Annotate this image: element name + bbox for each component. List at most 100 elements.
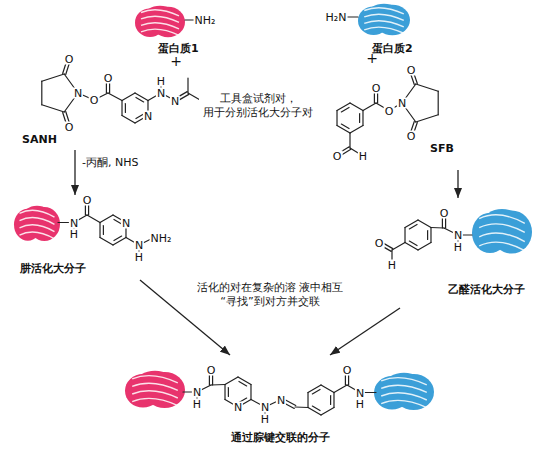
atom-label: H (453, 242, 463, 253)
atom-label: N (73, 88, 83, 99)
atom-label: O (89, 95, 100, 106)
bond-line (321, 408, 334, 416)
ribbon-strand (20, 232, 55, 239)
arrow-label: -丙酮, NHS (82, 156, 138, 169)
atom-label: NH₂ (194, 15, 217, 26)
molecule-name: SANH (22, 133, 57, 146)
atom-label: N (355, 387, 365, 398)
ribbon-strand (141, 29, 179, 35)
reaction-arrow (457, 170, 458, 198)
atom-label: O (82, 195, 93, 206)
molecule-name: 乙醛活化大分子 (448, 283, 525, 296)
bond-line (359, 114, 360, 123)
atom-label: N (260, 402, 270, 413)
note-text: 活化的对在复杂的溶 液中相互“寻找”到对方并交联 (189, 281, 351, 310)
bond-line (41, 81, 42, 105)
protein-ribbon (14, 206, 60, 241)
bond-line (122, 93, 135, 101)
ribbon-strand (479, 224, 525, 233)
atom-label: H (260, 414, 270, 425)
bond-line (295, 406, 308, 408)
molecule-name: 蛋白质2 (372, 42, 413, 55)
atom-label: N (170, 95, 180, 106)
atom-label: H (156, 76, 166, 87)
bond-line (224, 385, 225, 400)
ribbon-strand (132, 398, 178, 405)
bond-line (337, 103, 350, 111)
bond-line (427, 231, 428, 240)
protein-ribbon (374, 373, 434, 410)
bond-line (103, 226, 104, 235)
molecule-name: 肼活化大分子 (20, 262, 86, 275)
ribbon-strand (479, 242, 525, 251)
bond-line (113, 238, 126, 246)
bond-line (321, 385, 334, 393)
bond-line (108, 93, 122, 101)
atom-label: O (406, 131, 417, 142)
bond-line (99, 223, 100, 238)
atom-label: NH₂ (150, 233, 173, 244)
reaction-arrow (74, 150, 75, 195)
ribbon-strand (132, 376, 178, 383)
bond-line (347, 16, 358, 17)
atom-label: O (206, 365, 217, 376)
bond-line (333, 393, 334, 408)
ribbon-strand (20, 225, 55, 232)
atom-label: O (332, 151, 343, 162)
bond-line (228, 388, 229, 397)
bond-line (341, 124, 349, 128)
bond-line (430, 228, 431, 243)
bond-line (250, 385, 251, 400)
atom-label: O (406, 65, 417, 76)
atom-label: H (69, 229, 79, 240)
bond-line (392, 243, 405, 251)
protein-ribbon (472, 209, 532, 254)
ribbon-strand (364, 14, 404, 20)
ribbon-strand (141, 10, 179, 16)
atom-label: N (69, 217, 79, 228)
bond-line (187, 78, 188, 93)
bond-line (114, 236, 122, 240)
ribbon-strand (381, 378, 427, 385)
bond-line (416, 115, 438, 122)
protein-ribbon (358, 4, 410, 36)
bond-line (308, 408, 321, 416)
ribbon-strand (381, 400, 427, 407)
atom-label: O (374, 237, 385, 248)
ribbon-strand (132, 383, 178, 390)
ribbon-strand (479, 215, 525, 224)
molecule-group: 肼活化大分子 (12, 195, 202, 280)
bond-line (349, 133, 350, 148)
bond-line (405, 220, 418, 228)
bond-line (409, 224, 417, 228)
plus-sign: + (170, 54, 182, 68)
atom-label: N (121, 217, 131, 228)
molecule-name: 通过腙键交联的分子 (231, 431, 330, 444)
atom-label: N (192, 387, 202, 398)
note-text: 工具盒试剂对， 用于分别活化大分子对 (199, 92, 317, 121)
atom-label: H₂N (325, 12, 348, 23)
molecule-name: SFB (430, 142, 454, 155)
bond-line (336, 111, 337, 126)
molecule-group: SANH (15, 55, 215, 150)
atom-label: O (342, 365, 353, 376)
ribbon-strand (132, 391, 178, 398)
atom-label: H (192, 399, 202, 410)
ribbon-strand (20, 218, 55, 225)
bond-line (135, 93, 148, 101)
bond-line (418, 243, 431, 251)
bond-line (42, 105, 64, 112)
ribbon-strand (364, 27, 404, 33)
ribbon-strand (364, 8, 404, 14)
bond-line (362, 111, 363, 126)
ribbon-strand (141, 16, 179, 22)
plus-sign: + (366, 51, 378, 65)
bond-line (312, 406, 320, 410)
molecule-group: 蛋白质2 (320, 2, 430, 58)
bond-line (312, 389, 320, 393)
bond-line (225, 377, 238, 385)
bond-line (122, 116, 135, 124)
bond-line (100, 215, 113, 223)
molecule-group: 蛋白质1 (125, 2, 225, 58)
